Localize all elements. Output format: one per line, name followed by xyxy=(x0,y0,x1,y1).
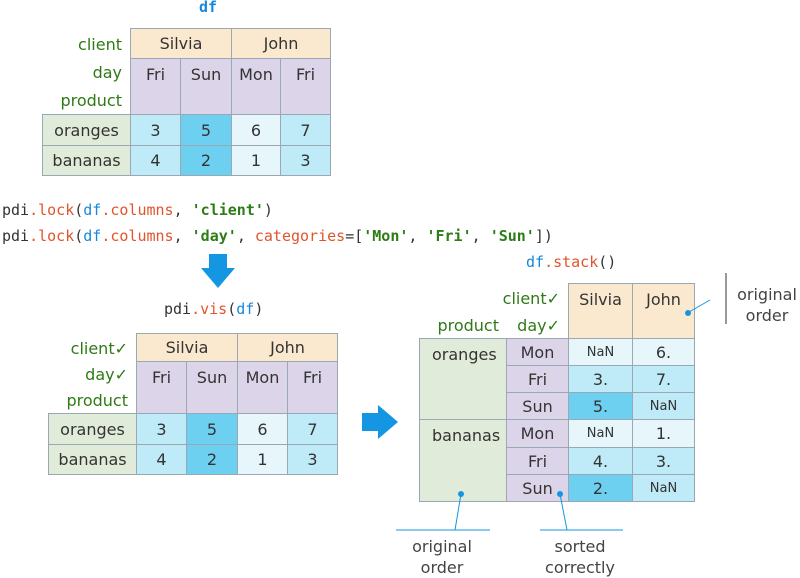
t2-row-label: oranges xyxy=(48,413,137,445)
t3-day-cell: Mon xyxy=(506,338,569,366)
t3-value: NaN xyxy=(568,419,633,448)
t1-value: 2 xyxy=(180,145,232,176)
code-line-lock-client: pdi.lock(df.columns, 'client') xyxy=(2,201,273,219)
right-arrow-icon xyxy=(362,405,398,439)
t1-row-label: oranges xyxy=(42,114,131,146)
annotation-line: order xyxy=(420,558,464,577)
t3-day-cell: Fri xyxy=(506,447,569,475)
code-line-lock-day: pdi.lock(df.columns, 'day', categories=[… xyxy=(2,227,553,245)
t1-day-header: Mon xyxy=(231,58,281,115)
t1-day-header: Sun xyxy=(180,58,232,115)
df-title: df xyxy=(199,0,218,16)
t1-value: 1 xyxy=(231,145,281,176)
t2-row-label: bananas xyxy=(48,444,137,475)
t3-label-day: day✓ xyxy=(517,316,560,335)
t2-label-product: product xyxy=(66,391,128,410)
t1-label-client: client xyxy=(78,35,122,54)
t3-value: NaN xyxy=(568,338,633,366)
t2-label-client: client✓ xyxy=(70,339,128,358)
t3-client-header: John xyxy=(632,283,695,339)
t1-value: 3 xyxy=(280,145,331,176)
t3-label-product: product xyxy=(437,316,499,335)
annotation-line: original xyxy=(737,285,797,304)
annotation-original-order-bottom: original order xyxy=(400,536,484,578)
t3-value: NaN xyxy=(632,474,695,502)
t2-value: 7 xyxy=(287,413,338,445)
annotation-original-order-top: original order xyxy=(731,284,800,326)
t3-group-label: bananas xyxy=(419,419,507,502)
code-stack: df.stack() xyxy=(526,253,617,271)
down-arrow-icon xyxy=(201,254,235,288)
t3-client-header: Silvia xyxy=(568,283,633,339)
t2-value: 3 xyxy=(287,444,338,475)
annotation-line: order xyxy=(745,306,789,325)
t1-label-day: day xyxy=(92,63,122,82)
code-vis: pdi.vis(df) xyxy=(164,300,264,318)
t2-day-header: Mon xyxy=(237,361,288,414)
annotation-line: sorted xyxy=(554,537,606,556)
t2-day-header: Sun xyxy=(186,361,238,414)
t3-day-cell: Sun xyxy=(506,392,569,420)
t1-value: 6 xyxy=(231,114,281,146)
t1-row-label: bananas xyxy=(42,145,131,176)
t1-day-header: Fri xyxy=(280,58,331,115)
t1-day-header: Fri xyxy=(130,58,181,115)
t2-label-day: day✓ xyxy=(85,365,128,384)
t2-value: 2 xyxy=(186,444,238,475)
annotation-line: correctly xyxy=(545,558,615,577)
t1-label-product: product xyxy=(60,91,122,110)
t2-day-header: Fri xyxy=(136,361,187,414)
t2-client-header: John xyxy=(237,333,338,362)
t3-value: NaN xyxy=(632,392,695,420)
t3-label-client: client✓ xyxy=(502,289,560,308)
annotation-sorted-correctly: sorted correctly xyxy=(534,536,626,578)
annotation-line: original xyxy=(412,537,472,556)
t3-value: 1. xyxy=(632,419,695,448)
t3-value: 3. xyxy=(632,447,695,475)
